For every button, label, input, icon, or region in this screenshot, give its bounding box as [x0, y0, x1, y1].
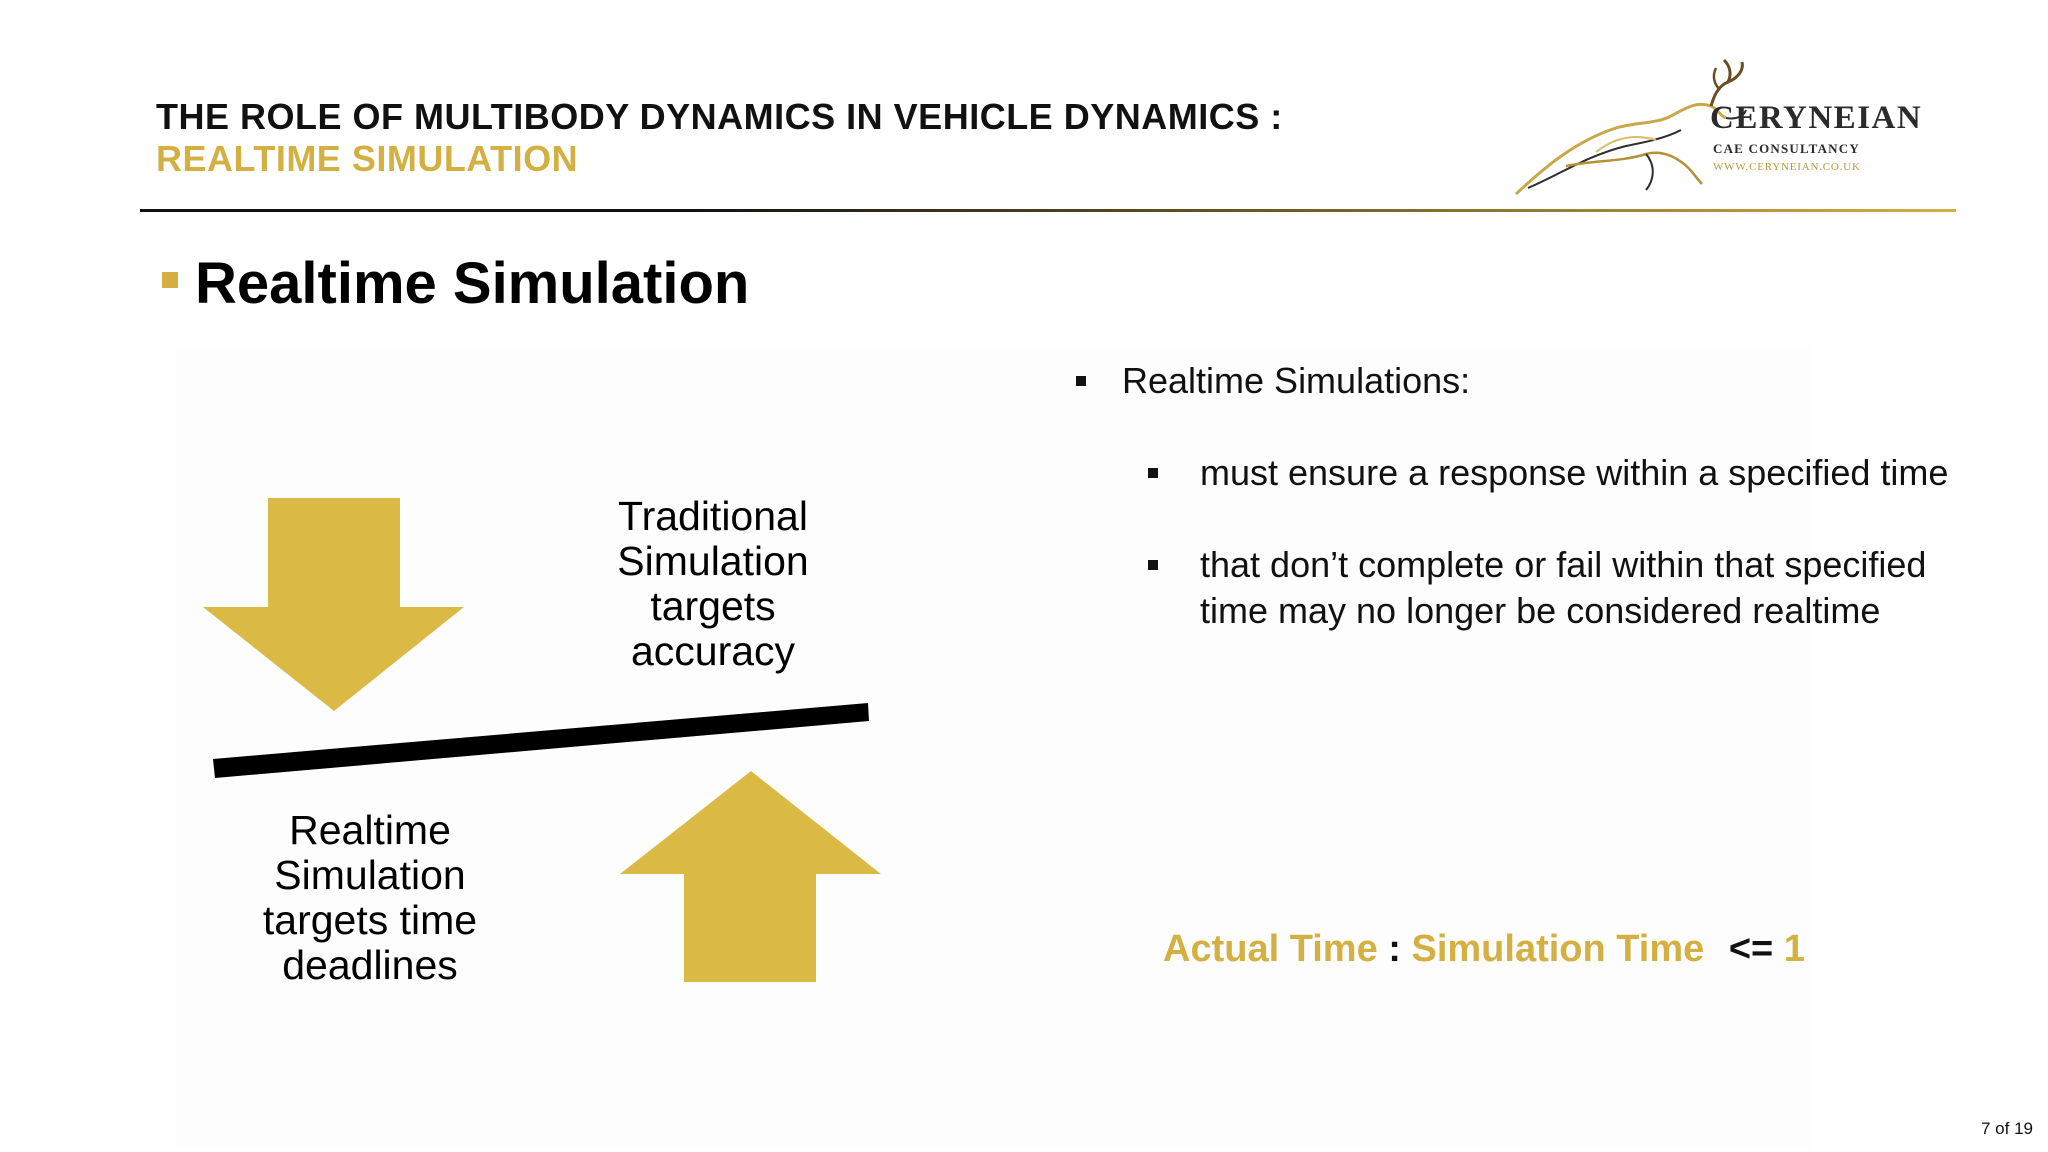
- logo-tagline: CAE CONSULTANCY: [1713, 141, 1860, 156]
- seesaw-beam: [213, 703, 869, 778]
- formula-actual-time: Actual Time: [1163, 928, 1378, 970]
- up-arrow-icon: [620, 771, 881, 982]
- deer-logo-icon: [1514, 58, 1747, 196]
- bullet-sub-text: that don’t complete or fail within that …: [1200, 544, 1927, 631]
- section-bullet-icon: [162, 272, 178, 288]
- traditional-simulation-label: Traditional Simulation targets accuracy: [617, 493, 809, 674]
- down-arrow-icon: [203, 498, 464, 711]
- formula-operator: <=: [1728, 928, 1774, 970]
- page-number: 7 of 19: [1981, 1119, 2033, 1138]
- formula-value: 1: [1783, 928, 1805, 970]
- bullet-item-sub: must ensure a response within a specifie…: [1148, 450, 1960, 496]
- formula-simulation-time: Simulation Time: [1411, 928, 1705, 970]
- logo-company-name: CERYNEIAN: [1710, 100, 1923, 136]
- bullet-list: Realtime Simulations: must ensure a resp…: [1070, 358, 1970, 634]
- slide-header-subtitle: REALTIME SIMULATION: [156, 138, 579, 179]
- bullet-square-icon: [1148, 468, 1158, 478]
- logo-website-link[interactable]: WWW.CERYNEIAN.CO.UK: [1713, 161, 1861, 173]
- bullet-square-icon: [1076, 376, 1086, 386]
- bullet-item-sub: that don’t complete or fail within that …: [1148, 542, 1960, 634]
- section-title: Realtime Simulation: [195, 251, 750, 316]
- realtime-simulation-label: Realtime Simulation targets time deadlin…: [262, 807, 478, 988]
- formula-separator: :: [1388, 928, 1401, 970]
- bullet-item-main: Realtime Simulations:: [1070, 358, 1970, 404]
- bullet-main-text: Realtime Simulations:: [1122, 360, 1471, 401]
- header-divider: [140, 209, 1956, 212]
- bullet-square-icon: [1148, 560, 1158, 570]
- time-ratio-formula: Actual Time : Simulation Time <= 1: [1163, 928, 1805, 971]
- bullet-sub-text: must ensure a response within a specifie…: [1200, 452, 1949, 493]
- slide-header-title: THE ROLE OF MULTIBODY DYNAMICS IN VEHICL…: [156, 96, 1283, 137]
